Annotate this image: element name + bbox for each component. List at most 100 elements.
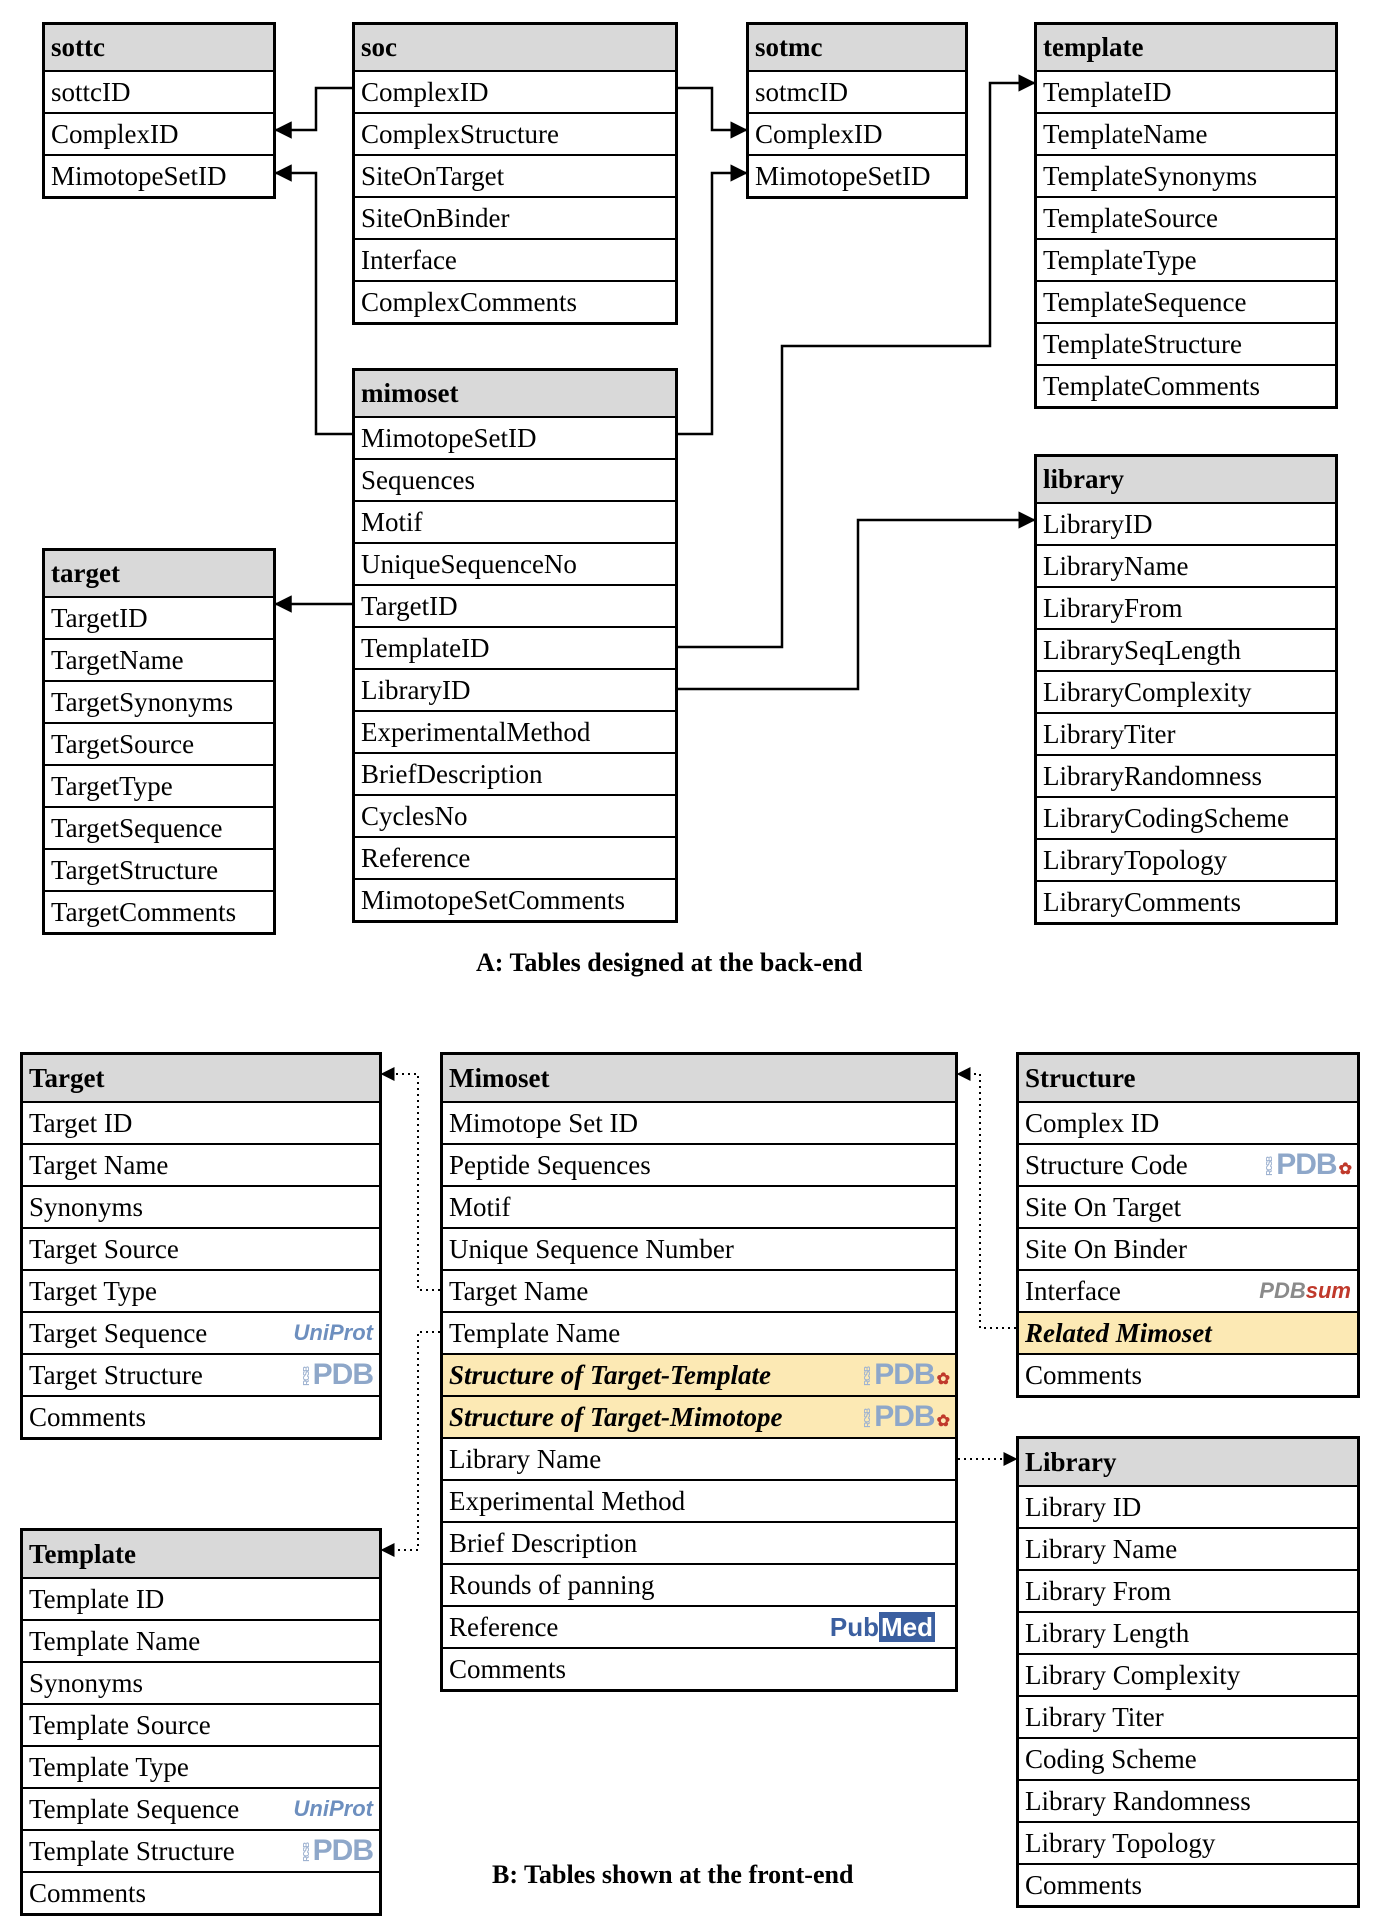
pubmed-logo[interactable]: PubMed [829, 1612, 935, 1642]
table-field: LibraryComments [1037, 880, 1335, 922]
table-field: Motif [355, 500, 675, 542]
table-field: LibraryID [355, 668, 675, 710]
table-field: TemplateSource [1037, 196, 1335, 238]
table-field: TemplateSequence [1037, 280, 1335, 322]
table-field: TargetComments [45, 890, 273, 932]
table-field: Unique Sequence Number [443, 1227, 955, 1269]
link-soc-sottc [274, 86, 358, 139]
field-label: Reference [449, 1611, 559, 1642]
table-field: Template Source [23, 1703, 379, 1745]
field-label: Structure Code [1025, 1149, 1188, 1180]
table-field: TemplateName [1037, 112, 1335, 154]
table-field: Comments [1019, 1353, 1357, 1395]
table-field: TargetID [45, 596, 273, 638]
table-field: LibraryTopology [1037, 838, 1335, 880]
field-label: Interface [1025, 1275, 1121, 1306]
table-field: Reference [355, 836, 675, 878]
table-field: TargetID [355, 584, 675, 626]
table-field: LibraryFrom [1037, 586, 1335, 628]
table-field: Template ID [23, 1577, 379, 1619]
uniprot-logo[interactable]: UniProt [293, 1796, 373, 1821]
pdb-logo[interactable]: RCSBPDB✿ [863, 1400, 950, 1433]
table-header: sottc [45, 25, 273, 70]
table-sotmc: sotmc sotmcID ComplexID MimotopeSetID [746, 22, 968, 199]
table-field: Rounds of panning [443, 1563, 955, 1605]
table-mimoset: mimoset MimotopeSetID Sequences Motif Un… [352, 368, 678, 923]
pdb-logo[interactable]: RCSBPDB✿ [1265, 1148, 1352, 1181]
table-field: TemplateStructure [1037, 322, 1335, 364]
table-field: Target Type [23, 1269, 379, 1311]
table-field: sottcID [45, 70, 273, 112]
table-field: Template Sequence UniProt [23, 1787, 379, 1829]
table-field: Target ID [23, 1101, 379, 1143]
table-field: ComplexID [749, 112, 965, 154]
table-field: Template Type [23, 1745, 379, 1787]
table-field: Library Topology [1019, 1821, 1357, 1863]
pdbsum-logo[interactable]: PDBsum [1259, 1278, 1351, 1303]
table-field: Library Name [1019, 1527, 1357, 1569]
table-field: Interface PDBsum [1019, 1269, 1357, 1311]
table-field: MimotopeSetID [749, 154, 965, 196]
table-field: sotmcID [749, 70, 965, 112]
link-fe-structure-mimoset [956, 1067, 1016, 1329]
table-target: target TargetID TargetName TargetSynonym… [42, 548, 276, 935]
field-label: Template Sequence [29, 1793, 240, 1824]
table-field: Target Name [23, 1143, 379, 1185]
table-field: Library From [1019, 1569, 1357, 1611]
field-label: Structure of Target-Mimotope [449, 1401, 783, 1432]
table-field: Brief Description [443, 1521, 955, 1563]
table-header: Target [23, 1055, 379, 1101]
table-sottc: sottc sottcID ComplexID MimotopeSetID [42, 22, 276, 199]
table-field: Target Sequence UniProt [23, 1311, 379, 1353]
table-field-highlight: Structure of Target-Mimotope RCSBPDB✿ [443, 1395, 955, 1437]
table-field: Template Name [23, 1619, 379, 1661]
table-field: Library ID [1019, 1485, 1357, 1527]
link-soc-sotmc [678, 86, 748, 139]
table-field: Interface [355, 238, 675, 280]
table-field: TargetStructure [45, 848, 273, 890]
fe-table-mimoset: Mimoset Mimotope Set ID Peptide Sequence… [440, 1052, 958, 1692]
table-field: Reference PubMed [443, 1605, 955, 1647]
table-field: ExperimentalMethod [355, 710, 675, 752]
table-field: Mimotope Set ID [443, 1101, 955, 1143]
table-field: TargetType [45, 764, 273, 806]
table-field: Experimental Method [443, 1479, 955, 1521]
table-field: Structure Code RCSBPDB✿ [1019, 1143, 1357, 1185]
caption-frontend: B: Tables shown at the front-end [492, 1860, 854, 1889]
pdb-logo[interactable]: RCSBPDB [301, 1358, 374, 1391]
table-header: target [45, 551, 273, 596]
table-soc: soc ComplexID ComplexStructure SiteOnTar… [352, 22, 678, 325]
table-field: LibraryTiter [1037, 712, 1335, 754]
table-field: MimotopeSetID [45, 154, 273, 196]
table-header: template [1037, 25, 1335, 70]
table-field: LibraryCodingScheme [1037, 796, 1335, 838]
link-fe-mimoset-template [380, 1331, 440, 1557]
table-field: Library Complexity [1019, 1653, 1357, 1695]
table-field: TemplateID [355, 626, 675, 668]
table-header: soc [355, 25, 675, 70]
fe-table-target: Target Target ID Target Name Synonyms Ta… [20, 1052, 382, 1440]
table-header: Library [1019, 1439, 1357, 1485]
pdb-logo[interactable]: RCSBPDB✿ [863, 1358, 950, 1391]
table-field: LibraryName [1037, 544, 1335, 586]
table-header: library [1037, 457, 1335, 502]
bug-icon: ✿ [1338, 1161, 1352, 1178]
table-field: Sequences [355, 458, 675, 500]
link-mimoset-template [678, 74, 1036, 649]
table-field: ComplexID [45, 112, 273, 154]
pdb-logo[interactable]: RCSBPDB [301, 1834, 374, 1867]
table-field: Library Randomness [1019, 1779, 1357, 1821]
field-label: Target Sequence [29, 1317, 208, 1348]
link-mimoset-sottc [274, 164, 358, 436]
table-header: Mimoset [443, 1055, 955, 1101]
table-field: Complex ID [1019, 1101, 1357, 1143]
table-field: Synonyms [23, 1661, 379, 1703]
table-field: TargetSynonyms [45, 680, 273, 722]
table-field: ComplexComments [355, 280, 675, 322]
table-field: TemplateType [1037, 238, 1335, 280]
fe-table-structure: Structure Complex ID Structure Code RCSB… [1016, 1052, 1360, 1398]
table-field: BriefDescription [355, 752, 675, 794]
table-field: CyclesNo [355, 794, 675, 836]
uniprot-logo[interactable]: UniProt [293, 1320, 373, 1345]
